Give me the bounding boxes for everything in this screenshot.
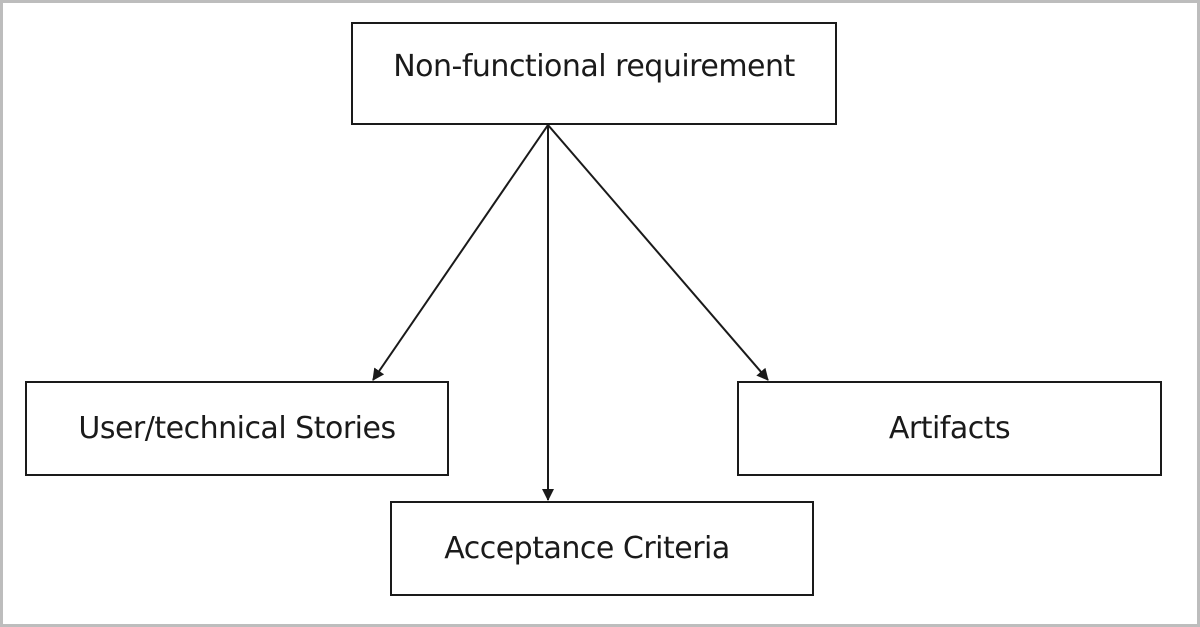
node-acceptance-criteria: Acceptance Criteria <box>390 501 814 596</box>
node-label: Acceptance Criteria <box>444 531 730 566</box>
node-artifacts: Artifacts <box>737 381 1162 476</box>
node-label: Non-functional requirement <box>393 49 795 84</box>
node-user-technical-stories: User/technical Stories <box>25 381 449 476</box>
node-non-functional-requirement: Non-functional requirement <box>351 22 837 125</box>
edge-root-to-right <box>547 124 769 381</box>
edge-root-to-left <box>372 124 549 381</box>
node-label: Artifacts <box>888 411 1011 446</box>
node-label: User/technical Stories <box>78 411 396 446</box>
connector-layer <box>372 124 769 501</box>
